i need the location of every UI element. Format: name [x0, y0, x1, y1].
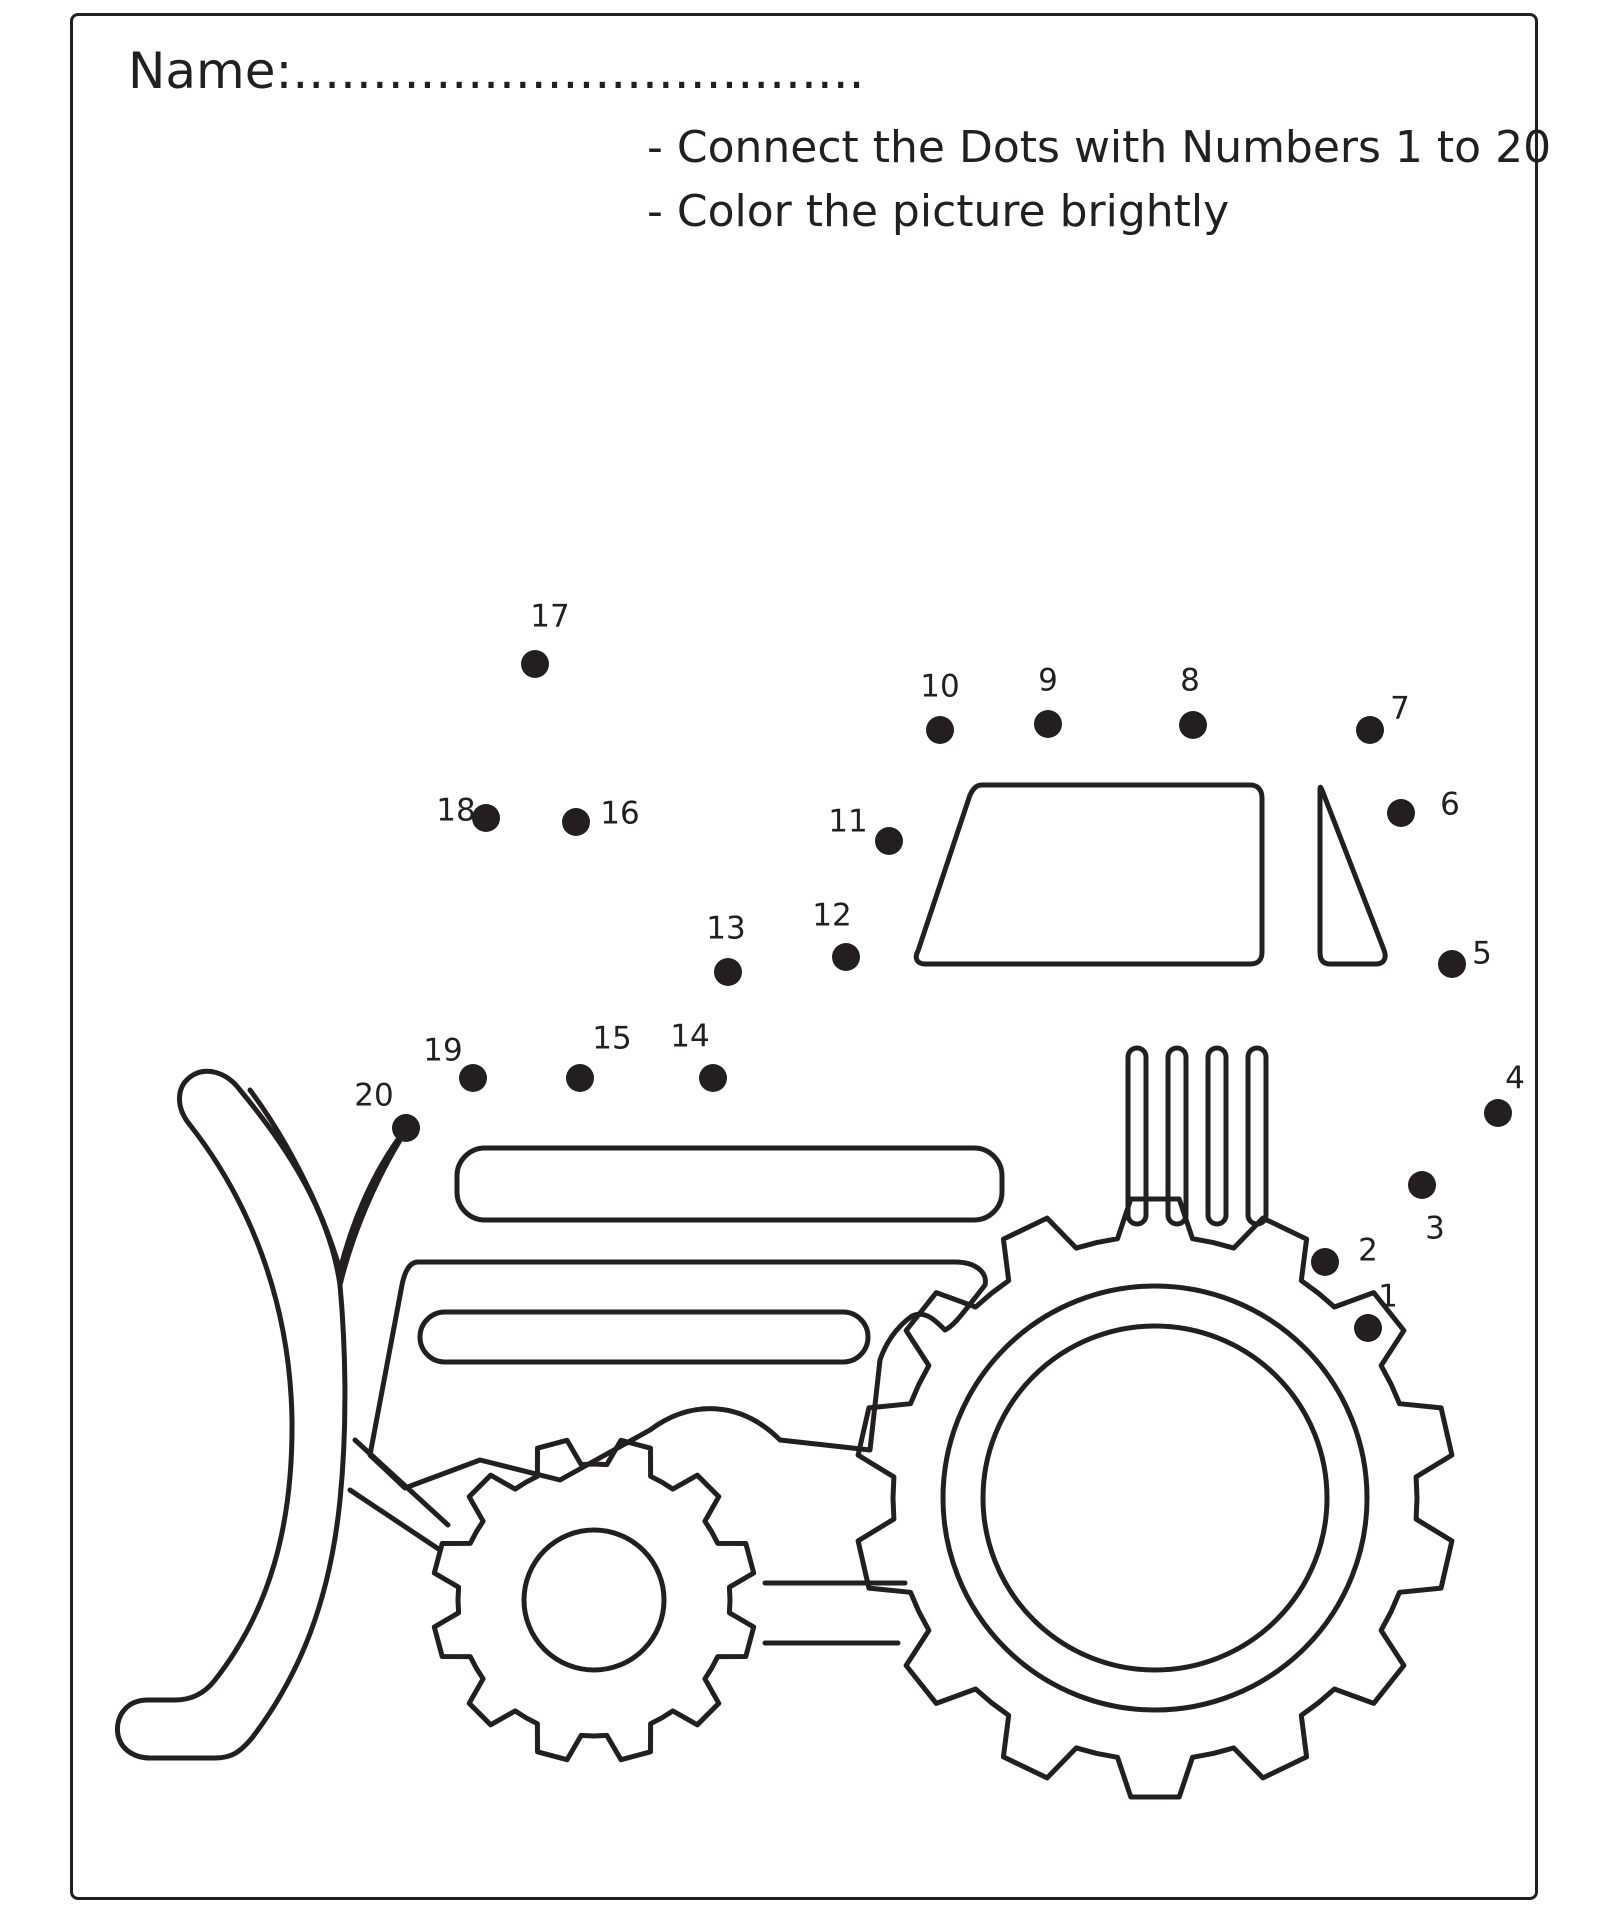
dot-14[interactable]: [699, 1064, 727, 1092]
dot-number-7: 7: [1390, 691, 1410, 727]
dot-9[interactable]: [1034, 710, 1062, 738]
dot-number-8: 8: [1180, 663, 1200, 699]
grille-slat-1: [1125, 1045, 1149, 1227]
plow-arm-upper: [337, 1129, 408, 1288]
dot-16[interactable]: [562, 808, 590, 836]
grille-slat-4: [1245, 1045, 1269, 1227]
dot-8[interactable]: [1179, 711, 1207, 739]
dot-number-16: 16: [600, 796, 639, 832]
front-wheel: [431, 1437, 757, 1763]
name-field[interactable]: Name:...................................…: [128, 40, 865, 102]
dot-10[interactable]: [926, 716, 954, 744]
dot-number-11: 11: [828, 804, 867, 840]
dot-17[interactable]: [521, 650, 549, 678]
dot-number-6: 6: [1440, 787, 1460, 823]
dot-19[interactable]: [459, 1064, 487, 1092]
dot-number-9: 9: [1038, 663, 1058, 699]
dot-2[interactable]: [1311, 1248, 1339, 1276]
dot-number-4: 4: [1505, 1061, 1525, 1097]
instruction-connect-dots: - Connect the Dots with Numbers 1 to 20: [647, 122, 1552, 173]
rear-wheel-hub: [980, 1323, 1330, 1673]
dot-1[interactable]: [1354, 1314, 1382, 1342]
dot-number-20: 20: [354, 1078, 393, 1114]
front-wheel-hub: [521, 1527, 667, 1673]
page-border: [70, 13, 1538, 1900]
dot-number-17: 17: [530, 599, 569, 635]
hood-top-bar: [454, 1145, 1005, 1223]
dot-number-15: 15: [592, 1021, 631, 1057]
plow-hydraulic-arm: [347, 1437, 451, 1553]
body-stripe: [417, 1309, 871, 1365]
rear-wheel: [855, 1196, 1455, 1800]
dot-6[interactable]: [1387, 799, 1415, 827]
dot-number-12: 12: [812, 898, 851, 934]
dot-15[interactable]: [566, 1064, 594, 1092]
dot-number-3: 3: [1425, 1211, 1445, 1247]
dot-7[interactable]: [1356, 716, 1384, 744]
axle-bar: [762, 1580, 908, 1646]
grille-slat-3: [1205, 1045, 1229, 1227]
dot-5[interactable]: [1438, 950, 1466, 978]
dot-3[interactable]: [1408, 1171, 1436, 1199]
dot-11[interactable]: [875, 827, 903, 855]
grille-slat-2: [1165, 1045, 1189, 1227]
cab-window-front: [913, 782, 1265, 967]
front-wheel-tread: [431, 1437, 757, 1763]
dot-number-13: 13: [706, 911, 745, 947]
dot-number-18: 18: [436, 793, 475, 829]
plow-blade-body: [114, 1068, 348, 1761]
dot-13[interactable]: [714, 958, 742, 986]
dot-4[interactable]: [1484, 1099, 1512, 1127]
dot-number-19: 19: [423, 1033, 462, 1069]
rear-wheel-tread: [855, 1196, 1455, 1800]
instruction-color-picture: - Color the picture brightly: [647, 186, 1230, 237]
dot-12[interactable]: [832, 943, 860, 971]
dot-number-10: 10: [920, 669, 959, 705]
dot-number-14: 14: [670, 1019, 709, 1055]
dot-number-5: 5: [1472, 936, 1492, 972]
instructions-block: - Connect the Dots with Numbers 1 to 20 …: [647, 116, 1551, 244]
cab-window-side: [1317, 784, 1388, 967]
plow-blade: [116, 1060, 405, 1739]
plow-blade-outline: [247, 1087, 408, 1273]
tractor-body: [367, 1259, 988, 1491]
name-label: Name:: [128, 42, 293, 100]
name-dotted-line: ....................................: [292, 42, 865, 100]
dot-number-2: 2: [1358, 1233, 1378, 1269]
dot-number-1: 1: [1378, 1279, 1398, 1315]
dot-18[interactable]: [472, 804, 500, 832]
dot-20[interactable]: [392, 1114, 420, 1142]
rear-wheel-rim: [940, 1283, 1370, 1713]
